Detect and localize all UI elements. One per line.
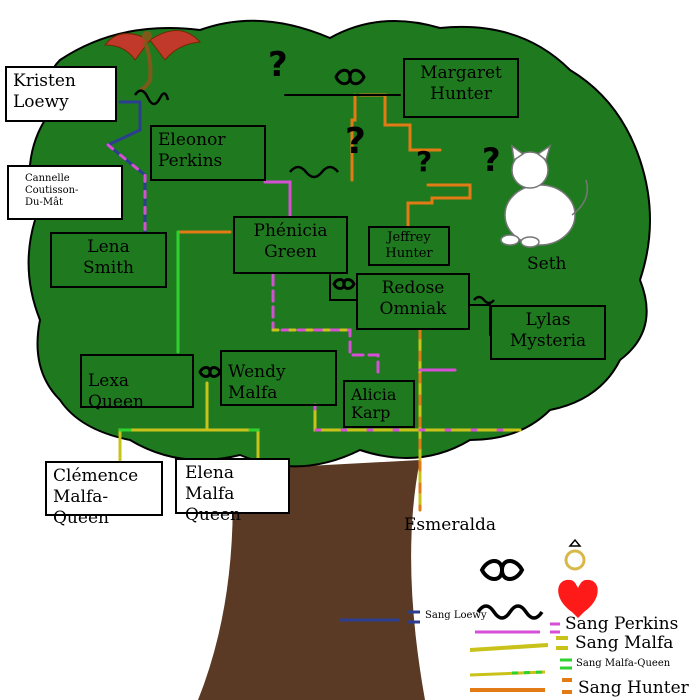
legend-ring [564,549,586,571]
legend-sang-loewy: Sang Loewy [425,610,487,621]
infinity-unknown-margaret [334,68,366,86]
line-malfa-wendy-dash [313,403,522,432]
unknown-parent-jeffrey-mark: ? [416,145,433,178]
person-lena-smith: Lena Smith [50,232,167,288]
legend-squiggle [476,604,544,620]
legend-sang-perkins: Sang Perkins [565,614,679,634]
unknown-spouse-margaret-mark: ? [268,45,288,85]
line-malfa-children [118,381,209,462]
legend-malfa-marks [556,636,568,650]
person-cannelle-coutisson-du-mat: Cannelle Coutisson- Du-Mât [7,165,123,220]
squiggle-kristen-eleonor [133,89,170,106]
person-esmeralda: Esmeralda [404,515,497,535]
person-kristen-loewy: Kristen Loewy [5,66,117,122]
legend-sang-malfa-queen: Sang Malfa-Queen [576,658,671,669]
line-hunter-margaret-2 [350,93,357,182]
unknown-spouse-eleonor-mark: ? [345,121,366,162]
person-alicia-karp: Alicia Karp [343,380,415,428]
infinity-phenicia-redose [332,278,356,290]
legend-ring-gem [568,538,582,547]
legend-perkins-marks [550,622,560,634]
legend-malfa-queen-dash [511,670,546,675]
line-loewy-perkins-dash [106,143,147,234]
squiggle-redose-lylas [473,295,495,305]
legend-malfa-queen-line [469,670,546,677]
squiggle-eleonor-unknown [289,165,339,179]
dragon-illustration [103,30,202,92]
love-squiggles [133,89,495,305]
legend-graphics [340,538,598,694]
cat-illustration [500,144,589,248]
person-phenicia-green: Phénicia Green [233,216,348,274]
legend-hunter-marks [562,678,572,694]
person-clemence-malfa-queen: Clémence Malfa-Queen [45,461,163,528]
legend-sang-malfa: Sang Malfa [575,633,674,653]
person-redose-omniak: Redose Omniak [356,273,470,330]
legend-infinity [479,559,525,581]
legend-loewy-marks [408,610,420,624]
legend-heart [558,579,598,618]
person-lexa-queen: Lexa Queen [80,354,194,412]
person-lylas-mysteria: Lylas Mysteria [490,305,606,360]
line-perkins-eleonor [263,180,292,217]
person-margaret-hunter: Margaret Hunter [403,58,519,118]
line-hunter-jeffrey [406,183,472,228]
legend-malfa-queen-marks [560,658,572,670]
line-phenicia-redose [329,274,357,301]
legend-malfa-line [469,643,549,652]
person-seth: Seth [527,254,567,274]
line-loewy-kristen [105,100,147,234]
legend-sang-hunter: Sang Hunter [578,678,689,698]
person-eleonor-perkins: Eleonor Perkins [150,125,266,181]
person-wendy-malfa: Wendy Malfa [220,350,337,406]
unknown-parent-seth-mark: ? [482,141,501,179]
person-elena-malfa-queen: Elena Malfa Queen [175,458,290,525]
person-jeffrey-hunter: Jeffrey Hunter [368,226,450,266]
tree-trunk [198,460,425,700]
